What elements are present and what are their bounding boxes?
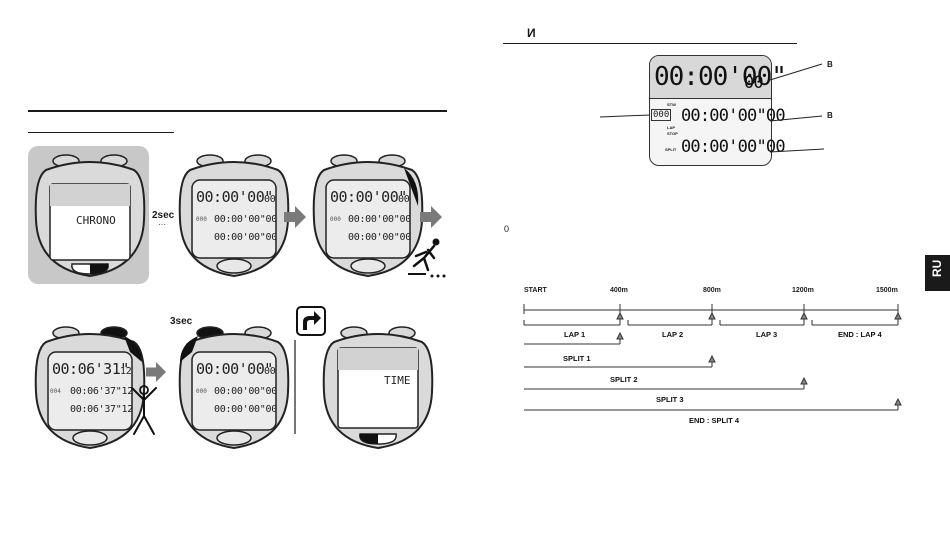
lcd-row-1: 00:06'37"12 [70,386,133,397]
watch-screen-word: CHRONO [76,214,116,227]
lcd-main: 00:00'00" [196,360,273,378]
lcd-main-sub: 00 [264,194,276,205]
arrow-right-icon [146,362,166,382]
lcd-main-hundredths: 00 [744,73,764,93]
lcd-tag-stw: STW [667,102,676,107]
lcd-row-1: 00:00'00"00 [214,214,277,225]
lap-3-label: LAP 3 [756,330,778,339]
lcd-main-time: 00:00'00" [654,62,787,92]
lcd-main: 00:00'00" [196,188,273,206]
left-subsection-rule [28,132,174,133]
left-section-rule [28,110,447,112]
lcd-display-panel [649,55,772,166]
lcd-row-2: 00:06'37"12 [70,404,133,415]
next-mode-icon [296,306,326,336]
lap-split-diagram [523,304,902,411]
watch-chrono-ready: 00:00'00" 00 000 00:00'00"00 00:00'00"00 [174,150,298,286]
lcd-lap-box: 000 [196,216,207,223]
lap-2-label: LAP 2 [662,330,684,339]
arrow-right-icon [284,206,306,228]
runner-start-icon [408,238,446,278]
runner-finish-icon [131,385,157,435]
note-zero: 0 [504,224,510,234]
lcd-main: 00:00'00" [330,188,407,206]
section-heading: И [527,26,536,40]
step-label-2sec: 2sec [152,210,175,221]
lcd-row-split: 00:00'00"00 [681,137,786,157]
watch-chrono-stopped: 00:06'31" 12 004 00:06'37"12 00:06'37"12 [30,322,154,458]
watch-screen-word: TIME [384,374,411,387]
lap-4-label: END : LAP 4 [838,330,882,339]
marker-1500m: 1500m [876,287,898,294]
vertical-divider [294,340,296,434]
watch-chrono: CHRONO [30,150,154,286]
language-tab: RU [925,255,950,291]
lcd-row-1: 00:00'00"00 [348,214,411,225]
lcd-lap-box: 000 [651,109,672,121]
lcd-lap-box: 004 [50,388,61,395]
lap-1-label: LAP 1 [564,330,586,339]
lcd-tag-split: SPLIT [665,147,677,152]
lcd-main-sub: 00 [398,194,410,205]
lcd-row-2: 00:00'00"00 [214,404,277,415]
watch-chrono-start: 00:00'00" 00 000 00:00'00"00 00:00'00"00 [308,150,432,286]
lcd-row-2: 00:00'00"00 [348,232,411,243]
watch-chrono-reset: 00:00'00" 00 000 00:00'00"00 00:00'00"00 [174,322,298,458]
lcd-row-2: 00:00'00"00 [214,232,277,243]
step-dots: ··· [158,220,166,229]
marker-start: START [524,287,547,294]
lcd-lap-box: 000 [330,216,341,223]
callout-b-1: B [827,60,833,69]
marker-1200m: 1200m [792,287,814,294]
lcd-row-lap: 00:00'00"00 [681,106,786,126]
lcd-lap-box: 000 [196,388,207,395]
right-section-rule [503,43,797,44]
split-4-label: END : SPLIT 4 [689,416,740,425]
language-tab-label: RU [930,259,944,277]
split-1-label: SPLIT 1 [563,354,591,363]
callout-b-2: B [827,111,833,120]
marker-800m: 800m [703,287,721,294]
split-3-label: SPLIT 3 [656,395,684,404]
lcd-row-1: 00:00'00"00 [214,386,277,397]
marker-400m: 400m [610,287,628,294]
lcd-main: 00:06'31" [52,360,129,378]
watch-time-mode: TIME [318,322,442,458]
lcd-tag-stop: STOP [667,131,678,136]
lcd-tag-lap: LAP [667,125,675,130]
lcd-main-sub: 12 [120,366,132,377]
step-label-3sec: 3sec [170,316,193,327]
arrow-right-icon [420,206,442,228]
split-2-label: SPLIT 2 [610,375,638,384]
lcd-main-sub: 00 [264,366,276,377]
lcd-top-area [650,56,771,99]
callout-lines [600,63,825,153]
